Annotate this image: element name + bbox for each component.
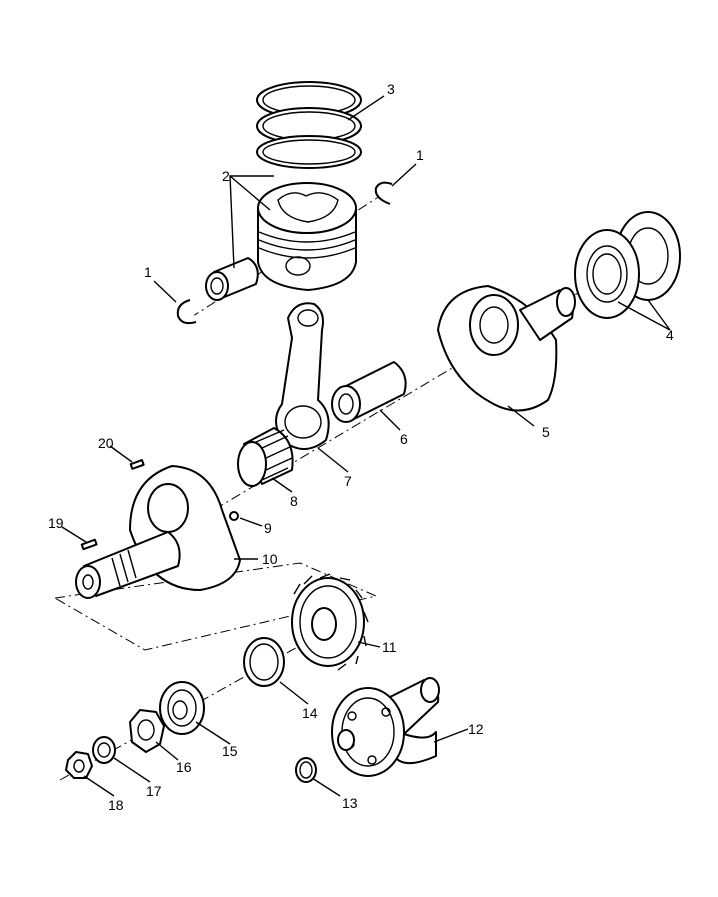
callout-4: 4 [666,327,674,343]
leader-lines [61,95,671,797]
circlip-small [295,757,317,783]
callout-15: 15 [222,743,238,759]
main-bearings [574,211,681,319]
dowel-pin [80,538,98,551]
check-ball [229,511,239,521]
needle-bearing [237,427,294,487]
callout-3: 3 [387,81,395,97]
connecting-rod [275,302,330,450]
drive-gear [291,573,369,671]
callout-2: 2 [222,168,230,184]
crank-pin [331,361,407,423]
woodruff-key [129,459,145,470]
callout-20: 20 [98,435,114,451]
callout-8: 8 [290,493,298,509]
washer [92,736,116,764]
callout-labels: 3 1 2 1 4 5 6 7 8 20 9 19 10 11 14 12 15… [48,81,674,813]
callout-19: 19 [48,515,64,531]
callout-16: 16 [176,759,192,775]
callout-9: 9 [264,520,272,536]
lock-nut [129,709,165,753]
piston-rings [256,81,362,169]
callout-13: 13 [342,795,358,811]
callout-10: 10 [262,551,278,567]
callout-14: 14 [302,705,318,721]
callout-1a: 1 [416,147,424,163]
snap-ring [243,637,285,687]
balancer-shaft [331,677,440,777]
callout-6: 6 [400,431,408,447]
callout-17: 17 [146,783,162,799]
piston-pin [205,257,259,301]
callout-11: 11 [382,639,397,655]
circlips [176,181,393,325]
crankshaft-right-half [437,285,576,412]
piston [257,182,357,291]
callout-12: 12 [468,721,484,737]
callout-7: 7 [344,473,352,489]
callout-5: 5 [542,424,550,440]
callout-18: 18 [108,797,124,813]
callout-1b: 1 [144,264,152,280]
nut [65,751,93,779]
small-gear [159,681,205,735]
crankshaft-left-half [75,465,241,599]
